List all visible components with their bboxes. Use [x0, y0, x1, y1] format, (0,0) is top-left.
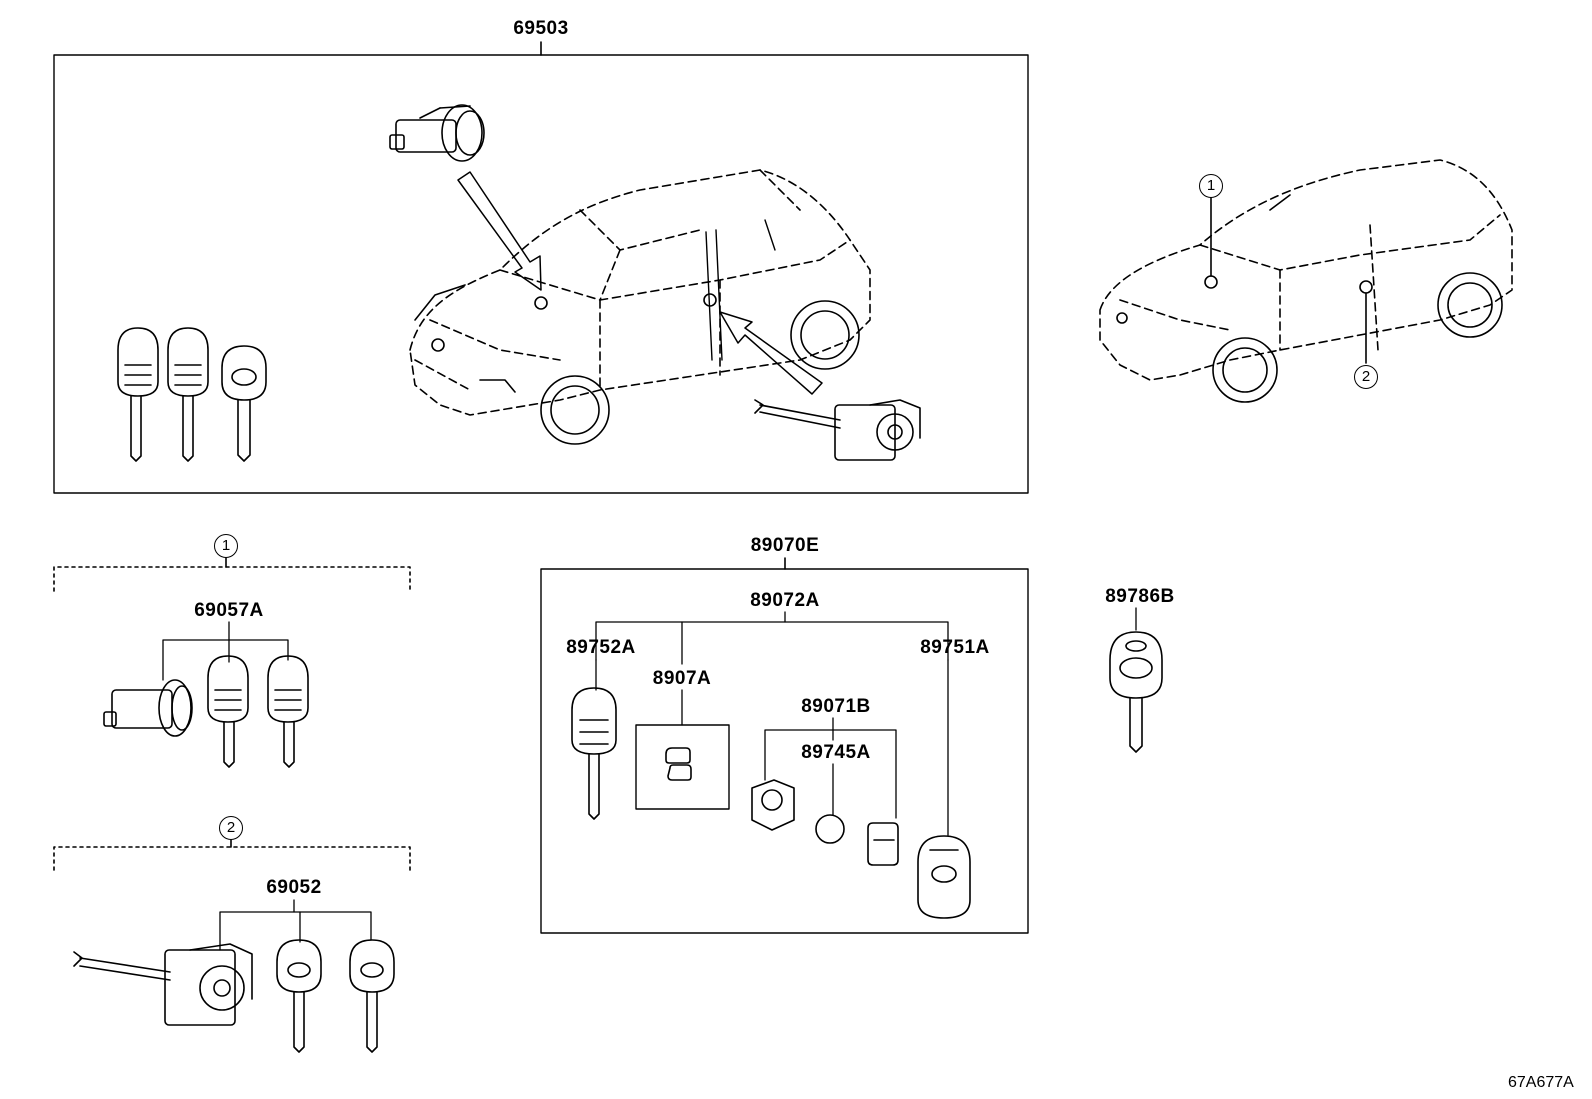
callout-point-hood — [534, 296, 548, 310]
cover-89071B — [867, 822, 899, 866]
battery-89745A — [815, 814, 845, 844]
arrow-to-hood — [457, 171, 542, 291]
key-remote-89752A — [571, 687, 617, 820]
label-89752A: 89752A — [566, 637, 636, 658]
callout-1-car: 1 — [1199, 174, 1223, 198]
label-89071B: 89071B — [801, 696, 871, 717]
leaders-69057A — [162, 621, 289, 681]
ignition-cylinder-group1 — [103, 679, 193, 737]
key-toyota-group2-b — [349, 939, 395, 1053]
car-main-doors — [705, 219, 776, 361]
callout-2-group: 2 — [219, 816, 243, 840]
key-toyota-group2-a — [276, 939, 322, 1053]
car-illustration-main — [409, 169, 871, 416]
box-8907A — [635, 724, 730, 810]
arrow-to-door — [719, 311, 823, 395]
key-remote-group1-a — [207, 655, 249, 768]
key-toyota-1 — [221, 345, 267, 462]
label-89786B: 89786B — [1105, 586, 1175, 607]
smart-key-89751A — [917, 835, 971, 919]
key-remote-2 — [167, 327, 209, 462]
diagram-code: 67A677A — [1508, 1074, 1574, 1091]
ignition-cylinder-top — [389, 104, 485, 162]
door-lock-cylinder-top — [754, 399, 921, 461]
callout-2-car: 2 — [1354, 365, 1378, 389]
leaders-89072A — [595, 611, 949, 836]
label-89072A: 89072A — [750, 590, 820, 611]
callout-1-group: 1 — [214, 534, 238, 558]
key-toyota-89786B — [1109, 631, 1163, 753]
transmitter-housing-89071B — [751, 779, 795, 831]
label-8907A: 8907A — [652, 668, 712, 689]
car-main-wheels — [414, 284, 860, 445]
leaders-69052 — [219, 899, 372, 951]
label-69503: 69503 — [513, 18, 569, 39]
key-remote-group1-b — [267, 655, 309, 768]
door-lock-cylinder-group2 — [73, 943, 253, 1026]
label-69057A: 69057A — [194, 600, 264, 621]
bracket-group-2 — [53, 846, 411, 871]
label-69052: 69052 — [266, 877, 322, 898]
key-remote-1 — [117, 327, 159, 462]
label-89070E: 89070E — [750, 535, 820, 556]
leaders-89071B — [764, 717, 897, 819]
callout-point-right-hood — [1204, 275, 1218, 289]
key-insert-icon — [665, 747, 692, 781]
label-89751A: 89751A — [920, 637, 990, 658]
car-right-wheels — [1116, 194, 1503, 403]
callout-point-door — [703, 293, 717, 307]
bracket-group-1 — [53, 566, 411, 592]
callout-point-right-door — [1359, 280, 1373, 294]
car-illustration-right — [1099, 159, 1513, 381]
label-89745A: 89745A — [801, 742, 871, 763]
